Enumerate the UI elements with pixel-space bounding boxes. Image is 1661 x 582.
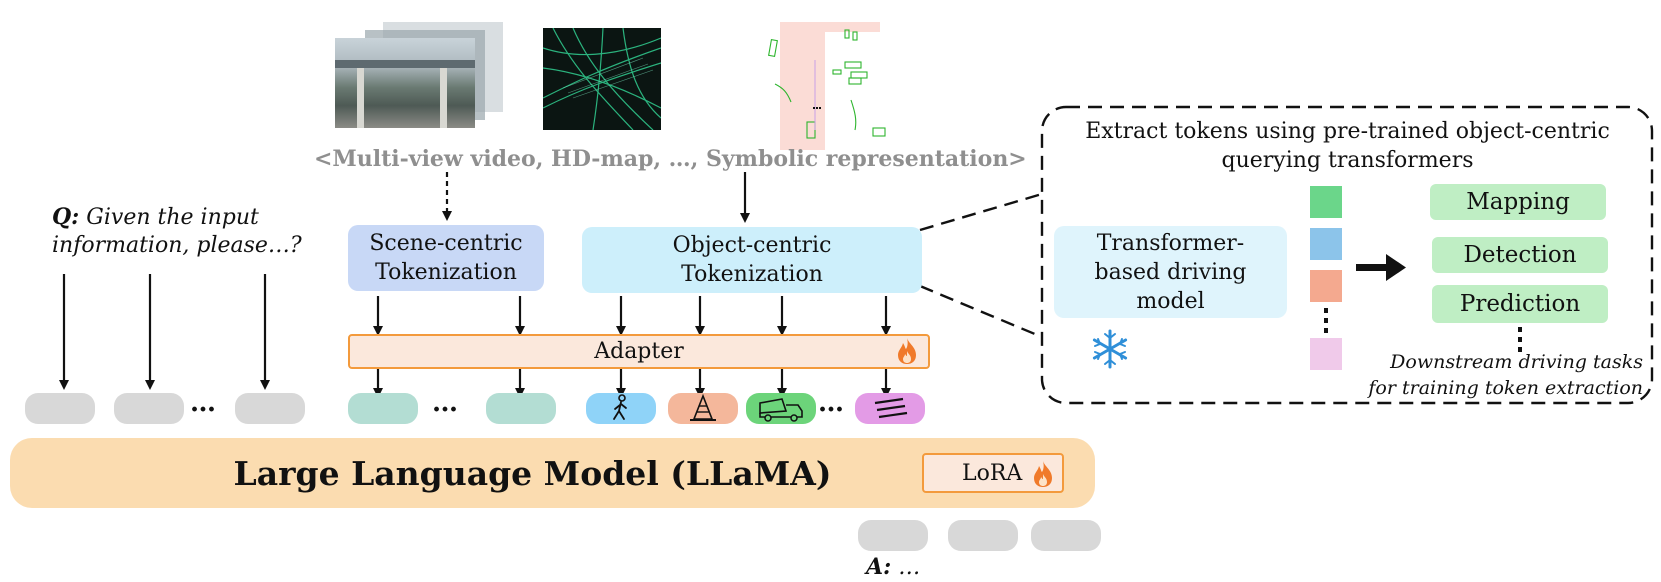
transformer-driving-model-box: Transformer- based driving model (1054, 226, 1287, 318)
model-line1: Transformer- (1096, 230, 1245, 256)
answer-token-1 (858, 520, 928, 551)
scene-token-ellipsis: … (432, 388, 459, 418)
answer-text: A: … (866, 554, 920, 580)
tokenization-to-adapter-arrows (373, 296, 891, 336)
pedestrian-token (586, 393, 656, 424)
task-mapping: Mapping (1430, 184, 1606, 220)
hd-map-thumbnail (543, 28, 661, 130)
token-square-pink (1310, 338, 1342, 370)
inset-title: Extract tokens using pre-trained object-… (1060, 117, 1635, 175)
scene-line1: Scene-centric (369, 231, 523, 256)
inset-caption: Downstream driving tasks for training to… (1360, 349, 1643, 401)
token-square-green (1310, 186, 1342, 218)
llm-bar: Large Language Model (LLaMA) (10, 438, 1095, 508)
flame-icon (1034, 461, 1052, 487)
inset-caption-line2: for training token extraction (1368, 377, 1643, 399)
lora-label: LoRA (962, 460, 1023, 486)
question-line1: Given the input (86, 205, 259, 230)
inset-title-line2: querying transformers (1221, 148, 1474, 173)
question-prefix: Q: (52, 204, 80, 230)
question-token-2 (114, 393, 184, 424)
task-detection: Detection (1432, 237, 1608, 273)
object-line2: Tokenization (681, 262, 823, 287)
multi-view-video-thumbnail (335, 22, 505, 128)
adapter-label: Adapter (594, 339, 684, 364)
vertical-dots (1324, 308, 1522, 352)
task-prediction: Prediction (1432, 285, 1608, 323)
object-token-ellipsis: … (818, 388, 845, 418)
scene-token-2 (486, 393, 556, 424)
snowflake-icon (1092, 329, 1128, 369)
zoom-lines (919, 192, 1043, 339)
lane-token (855, 393, 925, 424)
inset-border (1040, 105, 1654, 405)
answer-token-3 (1031, 520, 1101, 551)
scene-line2: Tokenization (375, 260, 517, 285)
question-token-ellipsis: … (190, 388, 217, 418)
question-text: Q: Given the input information, please…? (52, 203, 302, 260)
adapter-to-token-arrows (373, 368, 891, 398)
inset-caption-line1: Downstream driving tasks (1390, 351, 1643, 373)
answer-ellipsis: … (898, 555, 921, 580)
model-line2: based driving (1094, 259, 1247, 285)
adapter-bar: Adapter (348, 334, 930, 369)
flame-icon (898, 338, 916, 364)
object-line1: Object-centric (672, 233, 832, 258)
truck-icon (759, 398, 803, 422)
question-token-3 (235, 393, 305, 424)
inputs-caption: <Multi-view video, HD-map, …, Symbolic r… (314, 146, 1027, 172)
token-square-blue (1310, 228, 1342, 260)
inset-title-line1: Extract tokens using pre-trained object-… (1085, 119, 1610, 144)
traffic-cone-icon (690, 393, 716, 421)
truck-token (746, 393, 816, 424)
llm-label: Large Language Model (LLaMA) (233, 453, 832, 493)
symbolic-representation-thumbnail (765, 20, 915, 150)
question-arrows (59, 274, 270, 390)
answer-prefix: A: (866, 554, 892, 580)
scene-token-1 (348, 393, 418, 424)
cone-token (668, 393, 738, 424)
pedestrian-icon (613, 394, 627, 420)
question-token-1 (25, 393, 95, 424)
model-line3: model (1136, 288, 1205, 314)
lora-box: LoRA (922, 453, 1064, 493)
tokens-to-tasks-arrow (1356, 254, 1406, 281)
token-square-salmon (1310, 270, 1342, 302)
question-line2: information, please…? (52, 233, 302, 258)
lane-icon (874, 397, 908, 419)
answer-token-2 (948, 520, 1018, 551)
